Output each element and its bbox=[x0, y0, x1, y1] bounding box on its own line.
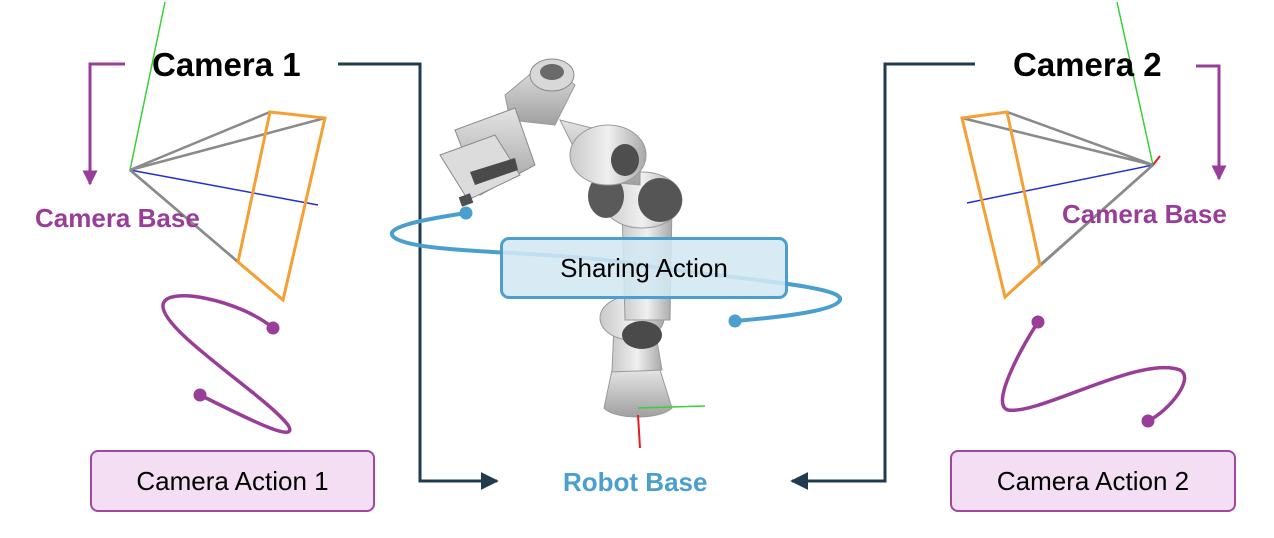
camera2-action-label: Camera Action 2 bbox=[996, 465, 1190, 496]
camera1-base-label: Camera Base bbox=[35, 203, 200, 233]
sharing-trajectory-end bbox=[728, 314, 742, 328]
camera2-trajectory-end bbox=[1141, 414, 1155, 428]
camera2-green-axis bbox=[1116, 1, 1154, 166]
camera2-base-arrow bbox=[1196, 64, 1227, 181]
camera1-green-axis bbox=[129, 1, 166, 171]
camera1-action-box: Camera Action 1 bbox=[90, 450, 375, 512]
camera1-frame bbox=[82, 1, 327, 435]
camera2-blue-axis bbox=[966, 164, 1154, 204]
camera2-red-axis bbox=[1152, 155, 1161, 166]
camera1-blue-axis bbox=[129, 169, 319, 206]
camera1-action-trajectory bbox=[161, 294, 292, 435]
camera1-trajectory-end bbox=[266, 321, 280, 335]
sharing-trajectory-start bbox=[459, 206, 473, 220]
camera1-to-robot-arrow bbox=[338, 62, 499, 490]
robot-base-label: Robot Base bbox=[563, 467, 708, 497]
camera1-base-arrow bbox=[82, 62, 125, 186]
camera2-title: Camera 2 bbox=[1013, 46, 1162, 83]
camera1-title: Camera 1 bbox=[152, 46, 301, 83]
camera2-trajectory-start bbox=[1031, 315, 1045, 329]
camera2-base-label: Camera Base bbox=[1062, 199, 1227, 229]
sharing-action-box: Sharing Action bbox=[500, 237, 788, 299]
camera2-frame bbox=[960, 1, 1227, 428]
sharing-action-label: Sharing Action bbox=[560, 252, 728, 283]
camera2-action-box: Camera Action 2 bbox=[950, 450, 1236, 512]
camera2-action-trajectory bbox=[1000, 321, 1187, 423]
camera2-to-robot-arrow bbox=[790, 62, 975, 490]
camera1-action-label: Camera Action 1 bbox=[136, 465, 329, 496]
camera2-frustum bbox=[960, 110, 1154, 300]
camera1-frustum bbox=[129, 110, 327, 303]
camera1-trajectory-start bbox=[193, 388, 207, 402]
